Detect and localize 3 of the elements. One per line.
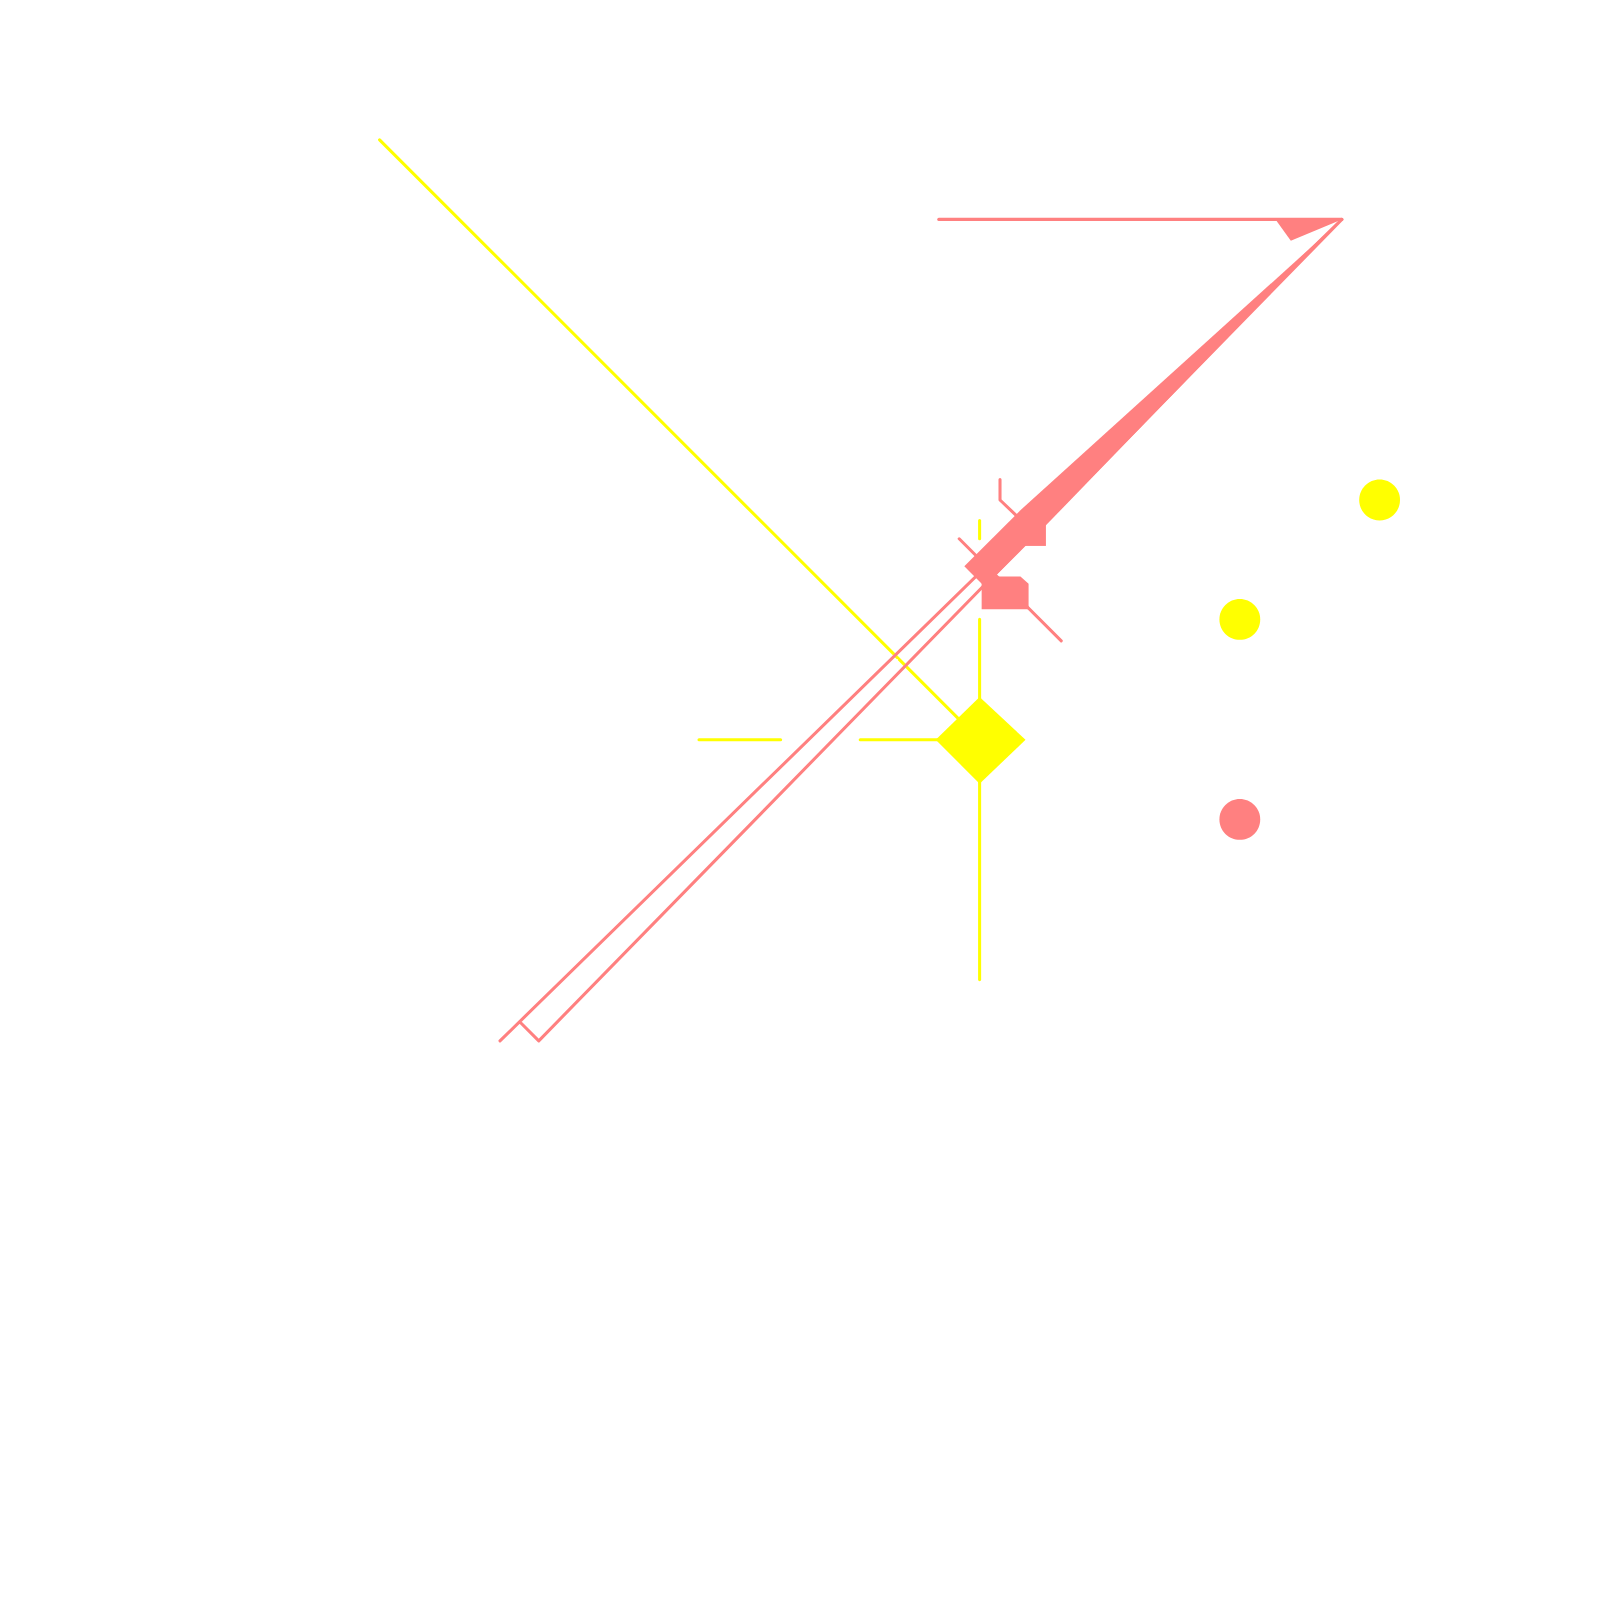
dot <box>1219 599 1261 640</box>
dot <box>1359 479 1400 521</box>
dot <box>1219 799 1261 840</box>
